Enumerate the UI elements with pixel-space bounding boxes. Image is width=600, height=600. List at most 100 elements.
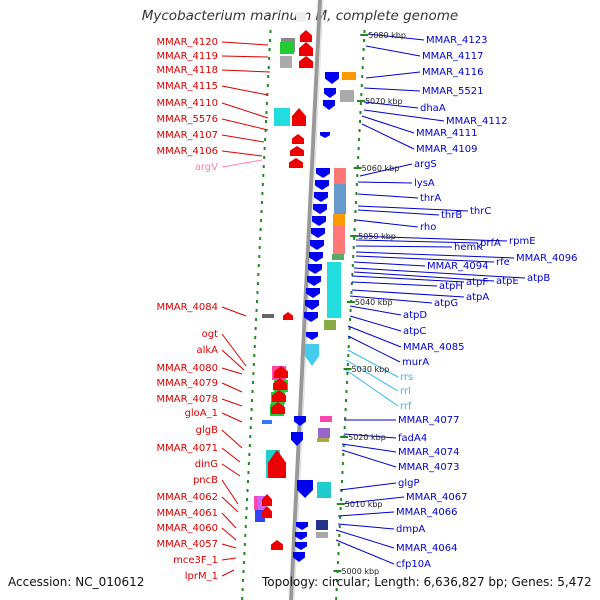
gene-label-right: lysA	[414, 178, 435, 189]
leader-line	[357, 181, 413, 184]
label-layer: MMAR_4120MMAR_4119MMAR_4118MMAR_4115MMAR…	[157, 35, 578, 582]
gene-block	[280, 56, 292, 68]
leader-line	[221, 85, 269, 96]
gene-label-right: prfA	[480, 238, 501, 249]
leader-line	[345, 359, 399, 392]
gene-block	[334, 168, 346, 184]
leader-line	[355, 235, 508, 242]
gene-label-left: MMAR_5576	[157, 114, 219, 125]
leader-line	[363, 87, 421, 92]
leader-line	[221, 512, 237, 529]
gene-label-right: atpC	[403, 326, 426, 337]
gene-arrow-reverse	[295, 542, 307, 550]
leader-line	[341, 443, 397, 453]
leader-line	[341, 449, 397, 468]
gene-label-left: MMAR_4107	[157, 130, 219, 141]
leader-line	[221, 333, 247, 367]
leader-line	[221, 55, 269, 58]
gene-label-left: MMAR_4115	[157, 81, 219, 92]
gene-label-right: rrf	[400, 401, 412, 412]
gene-arrow-reverse	[294, 416, 306, 426]
gene-arrow-forward	[262, 506, 272, 518]
gene-arrow-reverse	[320, 132, 330, 138]
gene-block	[342, 72, 356, 80]
gene-label-right: thrA	[420, 193, 441, 204]
leader-line	[353, 271, 495, 282]
gene-label-right: hemK	[454, 242, 483, 253]
kbp-marker-label: 5020 kbp	[348, 433, 386, 442]
gene-label-right: MMAR_4096	[516, 253, 578, 264]
gene-label-left: MMAR_4084	[157, 302, 219, 313]
leader-line	[353, 261, 426, 267]
gene-label-left: glgB	[196, 425, 218, 436]
leader-line	[349, 295, 433, 304]
leader-line	[221, 150, 263, 157]
leader-line	[347, 335, 401, 363]
kbp-marker-label: 5030 kbp	[352, 365, 390, 374]
leader-line	[355, 251, 515, 259]
gene-block	[334, 184, 346, 214]
leader-line	[345, 369, 399, 407]
gene-arrow-forward	[289, 158, 303, 168]
gene-label-right: atpA	[466, 292, 489, 303]
gene-label-left: MMAR_4078	[157, 394, 219, 405]
leader-line	[357, 205, 469, 212]
gene-arrow-forward	[262, 494, 272, 506]
leader-line	[337, 523, 395, 530]
kbp-marker-label: 5050 kbp	[358, 232, 396, 241]
gene-label-left: MMAR_4057	[157, 539, 219, 550]
leader-line	[221, 159, 263, 168]
gene-block	[296, 12, 306, 22]
gene-arrow-reverse	[295, 532, 307, 540]
leader-line	[221, 543, 237, 549]
gene-label-right: murA	[402, 357, 429, 368]
leader-line	[221, 134, 265, 143]
gene-label-right: atpB	[527, 273, 550, 284]
feature-layer	[254, 12, 356, 562]
gene-arrow-reverse	[305, 300, 319, 310]
leader-line	[349, 305, 402, 316]
gene-label-right: rrl	[400, 386, 411, 397]
gene-arrow-forward	[292, 134, 304, 144]
gene-label-left: MMAR_4120	[157, 37, 219, 48]
gene-arrow-reverse	[314, 192, 328, 202]
kbp-marker-label: 5070 kbp	[365, 97, 403, 106]
gene-label-right: dhaA	[420, 103, 446, 114]
gene-label-left: MMAR_4062	[157, 492, 219, 503]
gene-block	[262, 420, 272, 424]
gene-label-right: MMAR_4094	[427, 261, 489, 272]
gene-label-left: dinG	[195, 459, 218, 470]
gene-label-right: rho	[420, 222, 436, 233]
leader-line	[221, 463, 241, 477]
gene-label-right: MMAR_4067	[406, 492, 468, 503]
gene-arrow-reverse	[306, 332, 318, 340]
leader-line	[221, 447, 241, 463]
gene-arrow-forward	[271, 540, 283, 550]
gene-block	[316, 532, 328, 538]
gene-label-right: cfp10A	[396, 559, 431, 570]
gene-block	[274, 108, 290, 126]
leader-line	[221, 382, 243, 393]
gene-label-right: glgP	[398, 478, 420, 489]
gene-label-left: MMAR_4119	[157, 51, 219, 62]
gene-label-right: MMAR_4109	[416, 144, 478, 155]
kbp-marker-label: 5000 kbp	[341, 567, 379, 576]
gene-arrow-reverse	[305, 344, 319, 366]
gene-label-right: rpmE	[509, 236, 536, 247]
leader-line	[367, 33, 425, 41]
gene-label-right: thrC	[470, 206, 491, 217]
leader-line	[365, 71, 421, 79]
leader-line	[361, 115, 415, 134]
gene-arrow-forward	[273, 378, 287, 390]
accession-text: Accession: NC_010612	[8, 575, 145, 589]
gene-arrow-reverse	[312, 216, 326, 226]
gene-block	[333, 226, 345, 254]
leader-line	[351, 281, 438, 287]
gene-label-left: ogt	[202, 329, 218, 340]
gene-arrow-forward	[283, 312, 293, 320]
gene-block	[333, 214, 345, 226]
gene-label-right: MMAR_4066	[396, 507, 458, 518]
leader-line	[221, 557, 237, 561]
